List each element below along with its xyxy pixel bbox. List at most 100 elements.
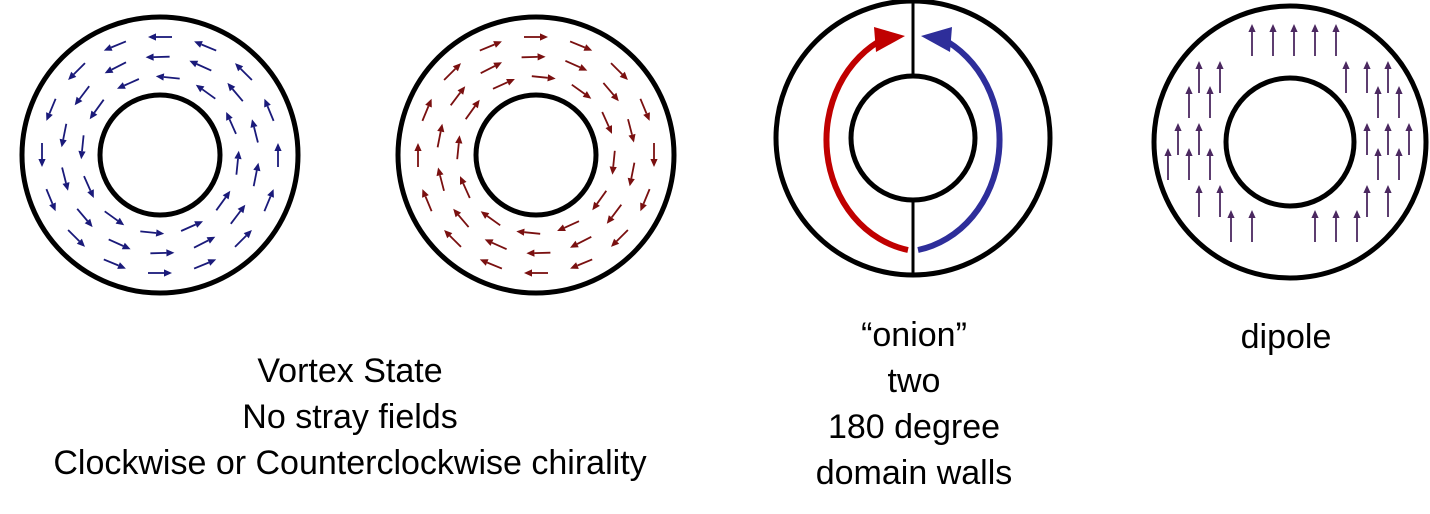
magnetization-arrow [83,175,94,198]
dipole-arrow [1195,185,1203,217]
magnetization-arrow [108,238,131,250]
dipole-arrow [1216,185,1224,217]
onion-caption-line-1: “onion” [861,316,967,354]
dipole-arrow [1363,61,1371,93]
magnetization-arrow [78,135,86,160]
dipole-arrow [1269,24,1277,56]
magnetization-arrow [453,208,470,228]
dipole-arrow [1342,61,1350,93]
onion-left-arrowhead [874,27,905,52]
magnetization-arrow [215,190,231,211]
dipole-caption: dipole [1136,314,1430,360]
magnetization-arrow [627,118,636,143]
dipole-caption-line-1: dipole [1240,318,1332,356]
onion-caption-line-4: domain walls [815,454,1013,492]
onion-ring [773,0,1053,278]
magnetization-arrow [570,258,593,269]
magnetization-arrow [609,150,617,175]
vortex-caption-line-3: Clockwise or Counterclockwise chirality [53,444,647,482]
magnetization-arrow [436,123,445,148]
magnetization-arrow [592,190,608,211]
dipole-arrow [1216,61,1224,93]
outer-ring-circle [19,14,301,296]
dipole-arrow [1332,24,1340,56]
magnetization-arrow [150,249,175,257]
dipole-arrow [1363,123,1371,155]
vortex-ring-blue [19,14,301,296]
magnetization-arrow [103,40,127,51]
vortex-ring-red [395,14,677,296]
dipole-arrow [1363,185,1371,217]
magnetization-arrow [74,85,90,106]
magnetization-arrow [436,167,445,192]
magnetization-arrow [611,229,629,247]
dipole-arrow [1206,148,1214,180]
magnetization-arrow [103,258,126,269]
dipole-arrow [1185,148,1193,180]
magnetization-arrow [531,74,556,82]
magnetization-arrow [227,82,244,102]
dipole-arrow [1374,148,1382,180]
magnetization-arrow [76,208,93,228]
dipole-arrow [1227,210,1235,242]
magnetization-arrow [194,41,217,52]
magnetization-arrow [67,229,85,247]
dipole-arrow [1332,210,1340,242]
magnetization-arrow [606,204,623,224]
magnetization-arrow [274,143,282,167]
dipole-arrow [1311,210,1319,242]
vortex-caption: Vortex State No stray fields Clockwise o… [0,348,700,486]
magnetization-arrow [480,62,502,75]
vortex-caption-line-1: Vortex State [257,352,443,390]
magnetization-arrow [627,162,636,187]
inner-ring-circle [1223,75,1357,209]
magnetization-arrow [639,98,650,121]
dipole-arrow [1248,24,1256,56]
onion-caption-line-2: two [887,362,941,400]
onion-right-arc [917,35,1003,253]
dipole-arrow [1248,210,1256,242]
magnetization-arrow [234,150,242,175]
dipole-arrow [1195,61,1203,93]
magnetization-arrow [455,135,463,160]
magnetization-arrow [148,269,172,277]
vortex-arrows-blue [38,33,282,277]
outer-ring-circle [1151,3,1429,281]
magnetization-arrow [104,210,125,226]
magnetization-arrow [189,60,212,72]
magnetization-arrow [148,33,172,41]
magnetization-arrow [526,249,551,257]
dipole-arrow [1405,123,1413,155]
magnetization-arrow [235,63,253,81]
magnetization-arrow [252,162,261,187]
dipole-arrow [1290,24,1298,56]
inner-ring-circle [97,92,223,218]
magnetization-arrow [569,40,593,51]
magnetization-arrow [570,235,592,248]
magnetization-arrow [264,98,275,122]
magnetization-arrow [610,62,628,80]
magnetization-arrow [492,79,515,90]
dipole-arrows [1164,24,1413,242]
dipole-arrow [1384,61,1392,93]
magnetization-arrow [250,119,259,143]
magnetization-arrow [89,99,105,120]
onion-caption-line-3: 180 degree [827,408,1001,446]
dipole-arrow [1374,86,1382,118]
vortex-caption-line-2: No stray fields [242,398,458,436]
dipole-arrow [1353,210,1361,242]
magnetization-arrow [46,98,57,121]
inner-ring-circle [473,92,599,218]
magnetization-arrow [601,111,612,134]
dipole-arrow [1185,86,1193,118]
magnetization-arrow [180,221,203,232]
magnetization-arrow [193,259,217,270]
magnetization-arrow [104,61,127,74]
dipole-ring [1151,3,1429,281]
magnetization-arrow [602,82,619,102]
magnetization-arrow [557,220,580,231]
magnetization-arrow [117,78,140,89]
magnetization-arrow [480,211,501,227]
magnetization-arrow [443,63,461,81]
